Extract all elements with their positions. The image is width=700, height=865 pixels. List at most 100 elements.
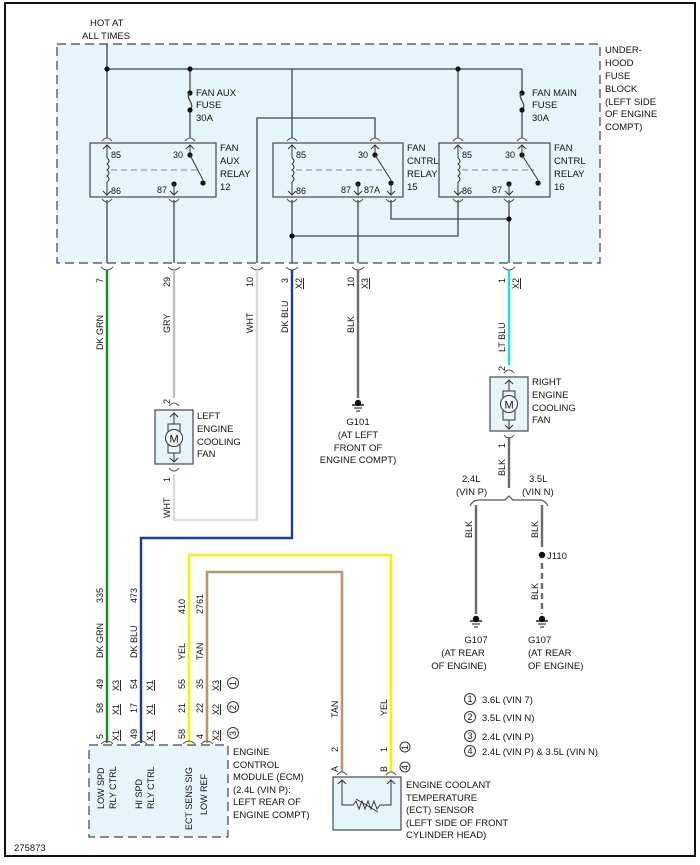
left-fan-pin-bottom: 1 (162, 477, 172, 482)
left-fan-return-wire-label: WHT (162, 497, 172, 518)
ecm-wire-color-label: DK GRN (95, 623, 105, 658)
ecm-wire-connector: X2 (211, 730, 221, 741)
output-pin-number: 1 (497, 278, 507, 283)
relay-pin-85: 85 (296, 150, 306, 160)
output-wire-color-label: BLK (346, 316, 356, 333)
fuse-block-bus-wires (106, 44, 523, 263)
output-wire-color-label: DK BLU (280, 300, 290, 333)
motor-icon (500, 379, 518, 430)
fan-main-fuse-label-2: 30A (532, 113, 550, 124)
split-left-option-0: 2.4L (462, 474, 481, 485)
right-fan-label-2: COOLING (532, 403, 576, 414)
ecm-row-variant: 3 (228, 731, 238, 736)
ground-icon (470, 615, 482, 628)
legend-num: 1 (467, 694, 472, 704)
g101-location-0: (AT LEFT (338, 430, 378, 441)
left-fan-label-3: FAN (197, 449, 216, 460)
output-pin-number: 3 (280, 278, 290, 283)
ect-label-2: (ECT) SENSOR (406, 805, 474, 816)
legend-num: 2 (467, 712, 472, 722)
ground-g107-right: G107 (AT REAR OF ENGINE) (528, 615, 583, 672)
g107-right-location-1: OF ENGINE) (528, 661, 583, 672)
relay-name-line: 16 (554, 182, 565, 193)
ecm-label-0: ENGINE (233, 747, 269, 758)
variant-badge (227, 727, 239, 739)
fan-aux-fuse-label-2: 30A (196, 113, 214, 124)
ecm-wire-pin: 5 (95, 734, 105, 739)
ecm-row-variant: 2 (228, 705, 238, 710)
fuse-block-label-6: COMPT) (605, 122, 642, 133)
ect-label-3: (LEFT SIDE OF FRONT (406, 818, 508, 829)
right-fan-pin-bottom: 1 (497, 443, 507, 448)
relay-pin-86: 86 (296, 186, 306, 196)
ecm-wire-pin: 58 (95, 703, 105, 713)
wire-tan-2761 (205, 570, 344, 772)
coil-icon (102, 144, 112, 196)
output-wire-color-label: GRY (162, 314, 172, 333)
variant-badge (464, 693, 476, 705)
ground-wire-3-5l-lower-label: BLK (530, 583, 540, 600)
relay-pin-30: 30 (358, 150, 368, 160)
relay-name-line: AUX (220, 156, 240, 167)
fuse-block-label-2: FUSE (605, 71, 630, 82)
fan-aux-fuse: FAN AUX FUSE 30A (187, 88, 237, 124)
ground-wire-3-5l-label: BLK (530, 521, 540, 538)
variant-badge (464, 745, 476, 757)
ecm-signal-label: RLY CTRL (146, 766, 156, 809)
right-fan-return-wire-label: BLK (497, 459, 507, 476)
left-fan-return-wire (172, 270, 259, 522)
diagram-id: 275873 (14, 843, 46, 854)
ground-icon (536, 615, 548, 628)
thermistor-icon (337, 779, 396, 813)
fan-main-fuse: FAN MAIN FUSE 30A (519, 88, 577, 124)
ecm-wire-pin: 17 (129, 703, 139, 713)
ground-g107-left: G107 (AT REAR OF ENGINE) (431, 615, 488, 672)
ect-pin-a-number: 2 (330, 747, 340, 752)
ecm-signal-label: LOW REF (199, 773, 209, 815)
ect-label-4: CYLINDER HEAD) (406, 830, 486, 841)
relay-name-line: FAN (554, 143, 573, 154)
ecm-wire-connector: X2 (211, 704, 221, 715)
switch-icon (504, 144, 541, 196)
legend-text: 2.4L (VIN P) (482, 732, 534, 743)
split-right-option-1: (VIN N) (522, 487, 554, 498)
legend-item-2: 2 3.5L (VIN N) (464, 711, 534, 724)
output-pin-number: 7 (95, 278, 105, 283)
g101-name: G101 (346, 417, 369, 428)
fuse-block-label-3: BLOCK (605, 84, 638, 95)
output-connector-id: X3 (360, 278, 370, 289)
legend-num: 3 (467, 731, 472, 741)
legend-text: 3.5L (VIN N) (482, 713, 534, 724)
right-fan-label-1: ENGINE (532, 390, 568, 401)
fuse-block-label-4: (LEFT SIDE (605, 97, 656, 108)
left-engine-cooling-fan: M LEFT ENGINE COOLING FAN 2 1 (154, 399, 241, 482)
fuse-block-label-0: UNDER- (605, 45, 642, 56)
ecm-signal-label: ECT SENS SIG (184, 767, 194, 830)
output-pin-number: 29 (162, 277, 172, 287)
ecm-wire-pin: 55 (177, 679, 187, 689)
legend-text: 3.6L (VIN 7) (482, 695, 533, 706)
relay-name-line: CNTRL (554, 156, 586, 167)
left-fan-motor-symbol: M (170, 434, 179, 446)
ecm-wire-connector: X1 (145, 680, 155, 691)
left-fan-label-0: LEFT (197, 411, 220, 422)
ect-pin-b-color: YEL (379, 699, 389, 716)
ecm-wire-pin: 54 (129, 679, 139, 689)
g107-left-location-0: (AT REAR (441, 648, 485, 659)
output-connector-id: X2 (294, 278, 304, 289)
relay-name-line: CNTRL (407, 156, 439, 167)
g107-left-name: G107 (464, 635, 487, 646)
ecm-wire-connector: X3 (111, 680, 121, 691)
relay-name-line: FAN (220, 143, 239, 154)
ecm-wire-pin: 35 (195, 679, 205, 689)
ecm-label-4: LEFT REAR OF (233, 797, 301, 808)
relay-pin-86: 86 (111, 186, 121, 196)
ecm-wire-pin: 4 (195, 734, 205, 739)
variant-badge (464, 711, 476, 723)
ecm-wire-pin: 22 (195, 703, 205, 713)
relay-name-line: 12 (220, 182, 231, 193)
switch-icon (169, 144, 206, 196)
